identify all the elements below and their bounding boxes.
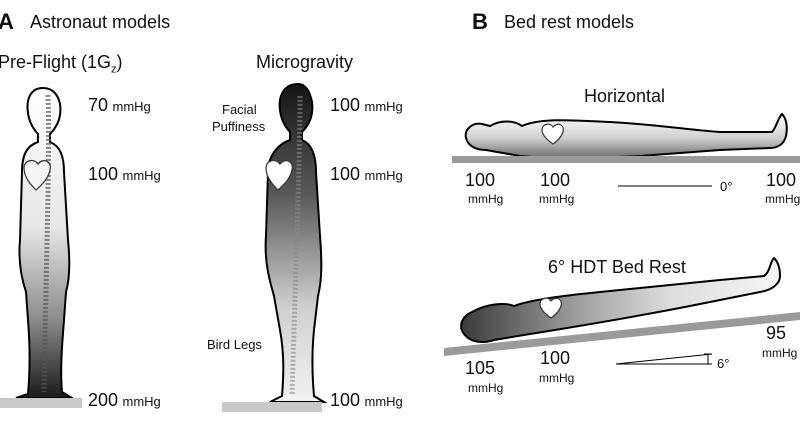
hdt-title: 6° HDT Bed Rest (548, 257, 686, 277)
panel-b-letter: B (472, 9, 488, 34)
microgravity-pressure-heart: 100 mmHg (330, 164, 403, 185)
microgravity-heart-icon (265, 159, 293, 191)
horizontal-angle-label: 0° (720, 179, 733, 194)
horizontal-heart-icon (541, 123, 564, 145)
preflight-body-figure (15, 86, 76, 399)
facial-puffiness-label-line1: Facial (222, 102, 257, 117)
hdt-pressure-feet-value: 95 (766, 323, 787, 343)
horizontal-pressure-head-value: 100 (465, 170, 496, 190)
pressure-unit: mmHg (122, 168, 161, 183)
bird-legs-label: Bird Legs (207, 337, 262, 352)
hdt-pressure-head-unit: mmHg (468, 381, 504, 395)
hdt-body-figure (460, 256, 782, 343)
horizontal-pressure-feet-value: 100 (766, 170, 797, 190)
pressure-unit: mmHg (364, 394, 403, 409)
microgravity-title: Microgravity (256, 52, 354, 72)
horizontal-pressure-feet-unit: mmHg (765, 192, 800, 206)
hdt-heart-icon (539, 297, 562, 319)
preflight-pressure-heart: 100 mmHg (88, 164, 161, 185)
panel-b-title: Bed rest models (504, 12, 635, 32)
hdt-angle-indicator (615, 353, 713, 365)
pressure-unit: mmHg (364, 168, 403, 183)
horizontal-body-figure (464, 112, 788, 160)
horizontal-pressure-heart-unit: mmHg (539, 192, 575, 206)
hdt-angle-label: 6° (717, 356, 730, 371)
pressure-value: 200 (88, 390, 119, 410)
pressure-value: 100 (330, 390, 361, 410)
preflight-title-main: Pre-Flight (1G (0, 52, 112, 72)
pressure-value: 70 (88, 95, 109, 115)
horizontal-pressure-head-unit: mmHg (468, 192, 504, 206)
preflight-title: Pre-Flight (1Gz) (0, 52, 123, 76)
pressure-unit: mmHg (364, 99, 403, 114)
pressure-value: 100 (88, 164, 119, 184)
pressure-value: 100 (330, 95, 361, 115)
hdt-pressure-heart-unit: mmHg (539, 371, 575, 385)
preflight-floor (0, 398, 82, 408)
hdt-pressure-feet-unit: mmHg (762, 346, 798, 360)
preflight-title-close: ) (116, 52, 123, 72)
microgravity-pressure-head: 100 mmHg (330, 95, 403, 116)
preflight-pressure-head: 70 mmHg (88, 95, 151, 116)
horizontal-bed (452, 156, 800, 163)
hdt-pressure-head-value: 105 (465, 358, 496, 378)
microgravity-body-figure (264, 82, 328, 403)
panel-a-letter: A (0, 9, 14, 34)
preflight-title-subscript: z (111, 63, 117, 76)
hdt-pressure-heart-value: 100 (540, 348, 571, 368)
microgravity-floor (222, 402, 322, 412)
pressure-unit: mmHg (122, 394, 161, 409)
microgravity-pressure-feet: 100 mmHg (330, 390, 403, 411)
preflight-heart-icon (23, 159, 51, 191)
preflight-pressure-feet: 200 mmHg (88, 390, 161, 411)
pressure-value: 100 (330, 164, 361, 184)
hdt-bed (444, 312, 800, 356)
facial-puffiness-label-line2: Puffiness (212, 119, 266, 134)
horizontal-pressure-heart-value: 100 (540, 170, 571, 190)
panel-a-title: Astronaut models (30, 12, 171, 32)
horizontal-title: Horizontal (584, 86, 666, 106)
pressure-unit: mmHg (112, 99, 151, 114)
